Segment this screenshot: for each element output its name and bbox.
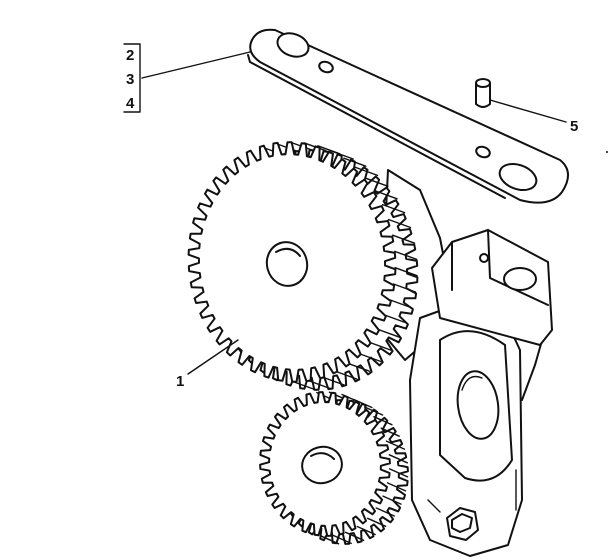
- callout-bracket: 2 3 4: [123, 43, 141, 113]
- callout-3: 3: [126, 71, 134, 88]
- callout-4: 4: [126, 95, 135, 112]
- large-gear-hub: [265, 241, 309, 287]
- pump-housing: [379, 169, 553, 557]
- small-gear-hub: [301, 445, 343, 485]
- dowel-pin: [475, 78, 491, 108]
- gasket-plate: [247, 28, 569, 204]
- stray-mark: [606, 151, 608, 153]
- callout-1: 1: [176, 373, 184, 390]
- callout-2: 2: [126, 47, 134, 64]
- leader-line-gear: [187, 339, 239, 375]
- housing-bolt: [446, 507, 479, 541]
- callout-5: 5: [570, 118, 578, 135]
- leader-line-group: [141, 51, 251, 79]
- leader-line-pin: [489, 99, 567, 123]
